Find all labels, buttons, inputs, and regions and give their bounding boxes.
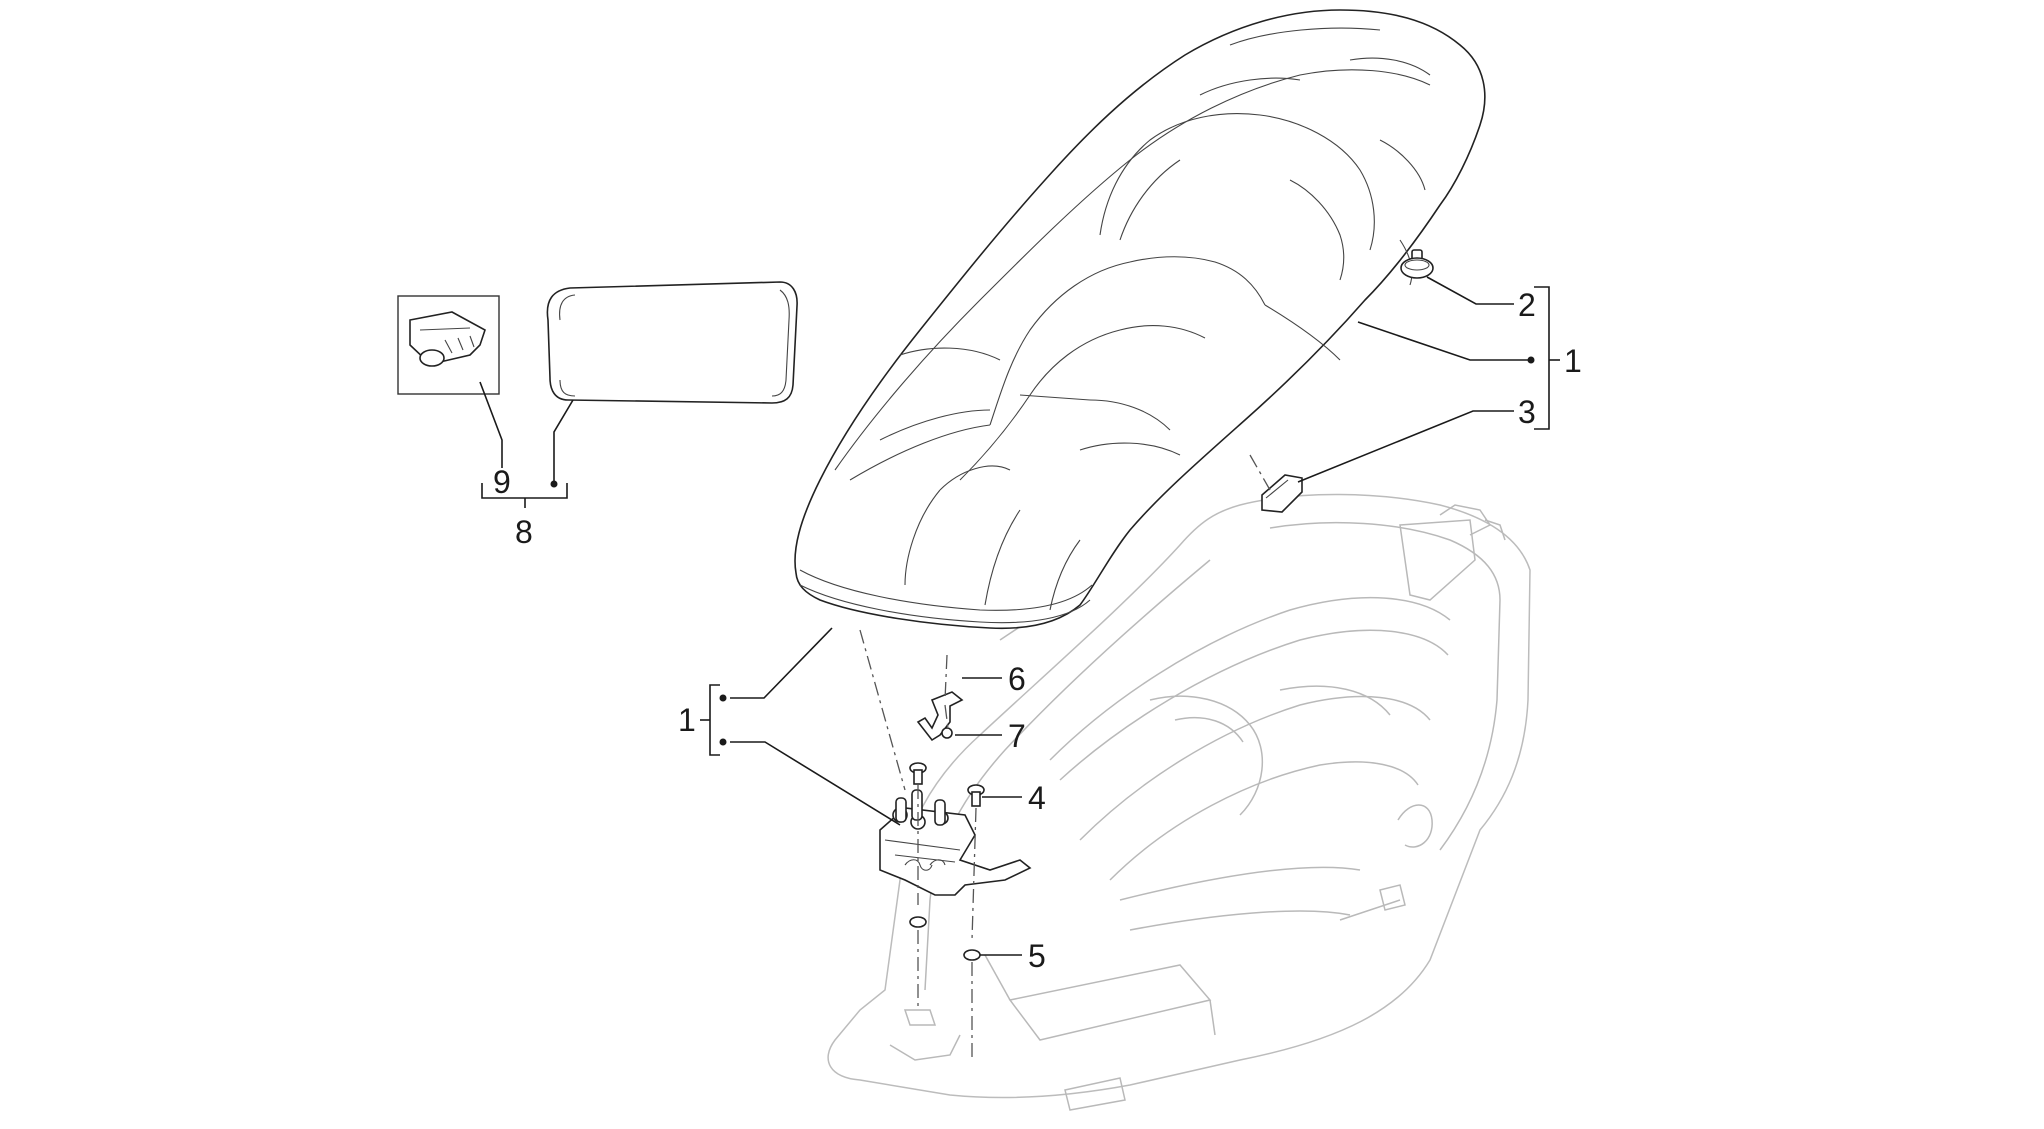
cable-bracket-part-6 [916, 691, 964, 742]
screw-part-4 [909, 762, 985, 807]
kit-inset-box [397, 295, 500, 395]
callout-1-left: 1 [678, 702, 696, 738]
leader-lines [479, 276, 1560, 956]
seat-assembly [794, 9, 1486, 630]
storage-compartment [827, 493, 1531, 1111]
callout-8: 8 [515, 514, 533, 550]
callout-6: 6 [1008, 661, 1026, 697]
callout-4: 4 [1028, 780, 1046, 816]
seat-bumper-part-2 [1400, 249, 1434, 279]
clip-part-7 [941, 727, 953, 739]
callout-3: 3 [1518, 394, 1536, 430]
tool-bag-part [546, 281, 798, 404]
callout-5: 5 [1028, 938, 1046, 974]
callout-7: 7 [1008, 718, 1026, 754]
callout-9: 9 [493, 464, 511, 500]
callout-1-right: 1 [1564, 343, 1582, 379]
callout-labels: 2 1 3 1 6 7 4 5 9 8 [493, 287, 1582, 974]
callout-2: 2 [1518, 287, 1536, 323]
assembly-axis-lines [859, 454, 1271, 1060]
leader-dots [550, 356, 1535, 746]
seat-bracket-part-3 [1261, 474, 1303, 513]
